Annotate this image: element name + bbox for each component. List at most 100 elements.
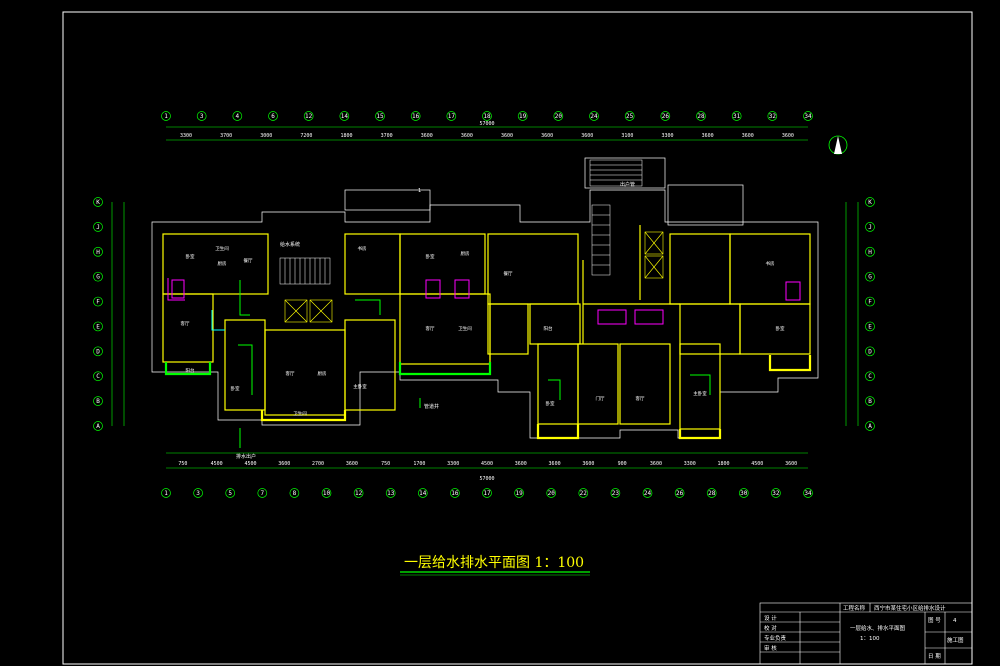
left-axis-bubble	[93, 396, 103, 406]
left-axis-label: H	[96, 249, 100, 256]
tb-row4: 审 核	[764, 644, 777, 652]
room-label: 卫生间	[458, 325, 472, 332]
top-axis-bubble	[517, 111, 528, 121]
top-dim-text: 3600	[461, 133, 473, 139]
top-axis-bubble	[553, 111, 564, 121]
bottom-axis-label: 23	[612, 490, 620, 497]
bottom-axis-label: 34	[804, 490, 812, 497]
bottom-axis-label: 19	[515, 490, 523, 497]
top-axis-label: 20	[555, 113, 563, 120]
top-axis-label: 14	[341, 113, 349, 120]
top-dim-text: 3100	[621, 133, 633, 139]
room-label: 阳台	[186, 367, 195, 374]
bottom-dim-text: 750	[178, 461, 187, 467]
top-dim-text: 3600	[581, 133, 593, 139]
left-axis-label: K	[96, 199, 100, 206]
bottom-axis-bubble	[803, 488, 813, 498]
top-axis-bubble	[410, 111, 421, 121]
top-dim-text: 3600	[501, 133, 513, 139]
left-axis-bubble	[93, 246, 103, 257]
top-axis-bubble	[161, 111, 171, 121]
bottom-dim-text: 4500	[244, 461, 256, 467]
room-label: 厨房	[461, 250, 470, 257]
top-axis-bubble	[303, 111, 314, 121]
stair-left	[279, 257, 331, 285]
right-axis-label: H	[868, 249, 872, 256]
right-axis-bubble	[865, 271, 875, 282]
top-axis-label: 32	[769, 113, 777, 120]
bottom-axis-bubble	[257, 488, 268, 498]
right-axis-bubble	[865, 421, 875, 431]
room-label: 主卧室	[693, 390, 707, 397]
top-axis-label: 24	[590, 113, 598, 120]
right-axis-bubble	[865, 197, 875, 207]
bottom-dim-text: 3600	[515, 461, 527, 467]
top-dim-text: 3600	[702, 133, 714, 139]
tb-row1: 设 计	[764, 614, 777, 622]
top-axis-bubble	[196, 111, 207, 121]
right-axis-label: D	[868, 348, 872, 355]
bottom-axis-label: 13	[387, 490, 395, 497]
bottom-dim-text: 1800	[718, 461, 730, 467]
top-axis-label: 3	[200, 113, 204, 120]
top-dim-text: 3300	[662, 133, 674, 139]
top-axis-bubble	[446, 111, 457, 121]
bottom-axis-label: 26	[676, 490, 684, 497]
title-block	[759, 602, 973, 665]
top-dim-text: 3700	[381, 133, 393, 139]
bottom-axis-bubble	[225, 488, 236, 498]
top-axis-bubble	[624, 111, 635, 121]
bottom-axis-bubble	[514, 488, 524, 498]
left-axis-bubble	[93, 222, 103, 232]
bottom-axis-bubble	[706, 488, 717, 498]
room-label: 卧室	[426, 253, 435, 260]
bottom-axis-bubble	[353, 488, 364, 498]
top-axis-label: 6	[271, 113, 275, 120]
right-axis-label: A	[868, 423, 872, 430]
top-axis-label: 31	[733, 113, 741, 120]
left-axis-bubble	[93, 421, 103, 431]
bottom-axis-bubble	[417, 488, 428, 498]
bottom-axis-bubble	[578, 488, 589, 498]
drawing-title: 一层给水排水平面图 1：100	[404, 555, 584, 571]
right-axis-bubble	[865, 321, 875, 332]
room-label: 卫生间	[215, 245, 229, 252]
bottom-axis-label: 3	[196, 490, 200, 497]
bottom-axis-label: 7	[260, 490, 264, 497]
room-label: 卧室	[231, 385, 240, 392]
left-axis-label: E	[96, 323, 100, 330]
top-axis-label: 1	[164, 113, 168, 120]
bottom-axis-bubble	[738, 488, 749, 498]
right-axis-label: F	[868, 299, 872, 306]
bottom-axis-label: 16	[451, 490, 459, 497]
bottom-axis-bubble	[482, 488, 492, 498]
bottom-dim-text: 1700	[413, 461, 425, 467]
room-label: 卧室	[546, 400, 555, 407]
tb-figno-label: 图 号	[928, 616, 941, 624]
top-axis-bubble	[482, 111, 492, 121]
tb-row3: 专业负责	[764, 634, 787, 642]
left-axis-bubble	[93, 271, 103, 282]
right-axis-label: B	[868, 398, 872, 405]
bottom-axis-bubble	[771, 488, 781, 498]
top-dim-text: 3600	[421, 133, 433, 139]
tb-date-label: 日 期	[928, 653, 941, 660]
left-axis-label: J	[96, 224, 100, 231]
bottom-axis-bubble	[546, 488, 557, 498]
top-axis-bubble	[767, 111, 778, 121]
right-axis-bubble	[865, 396, 875, 406]
bottom-axis-bubble	[642, 488, 653, 498]
tb-row2: 校 对	[764, 624, 777, 632]
balconies	[164, 355, 812, 440]
right-axis-bubble	[865, 246, 875, 257]
room-label: 卫生间	[293, 410, 307, 417]
top-dim-text: 1800	[341, 133, 353, 139]
room-label: 厨房	[318, 370, 327, 377]
bottom-axis-bubble	[289, 488, 300, 498]
room-label: 餐厅	[504, 270, 513, 277]
